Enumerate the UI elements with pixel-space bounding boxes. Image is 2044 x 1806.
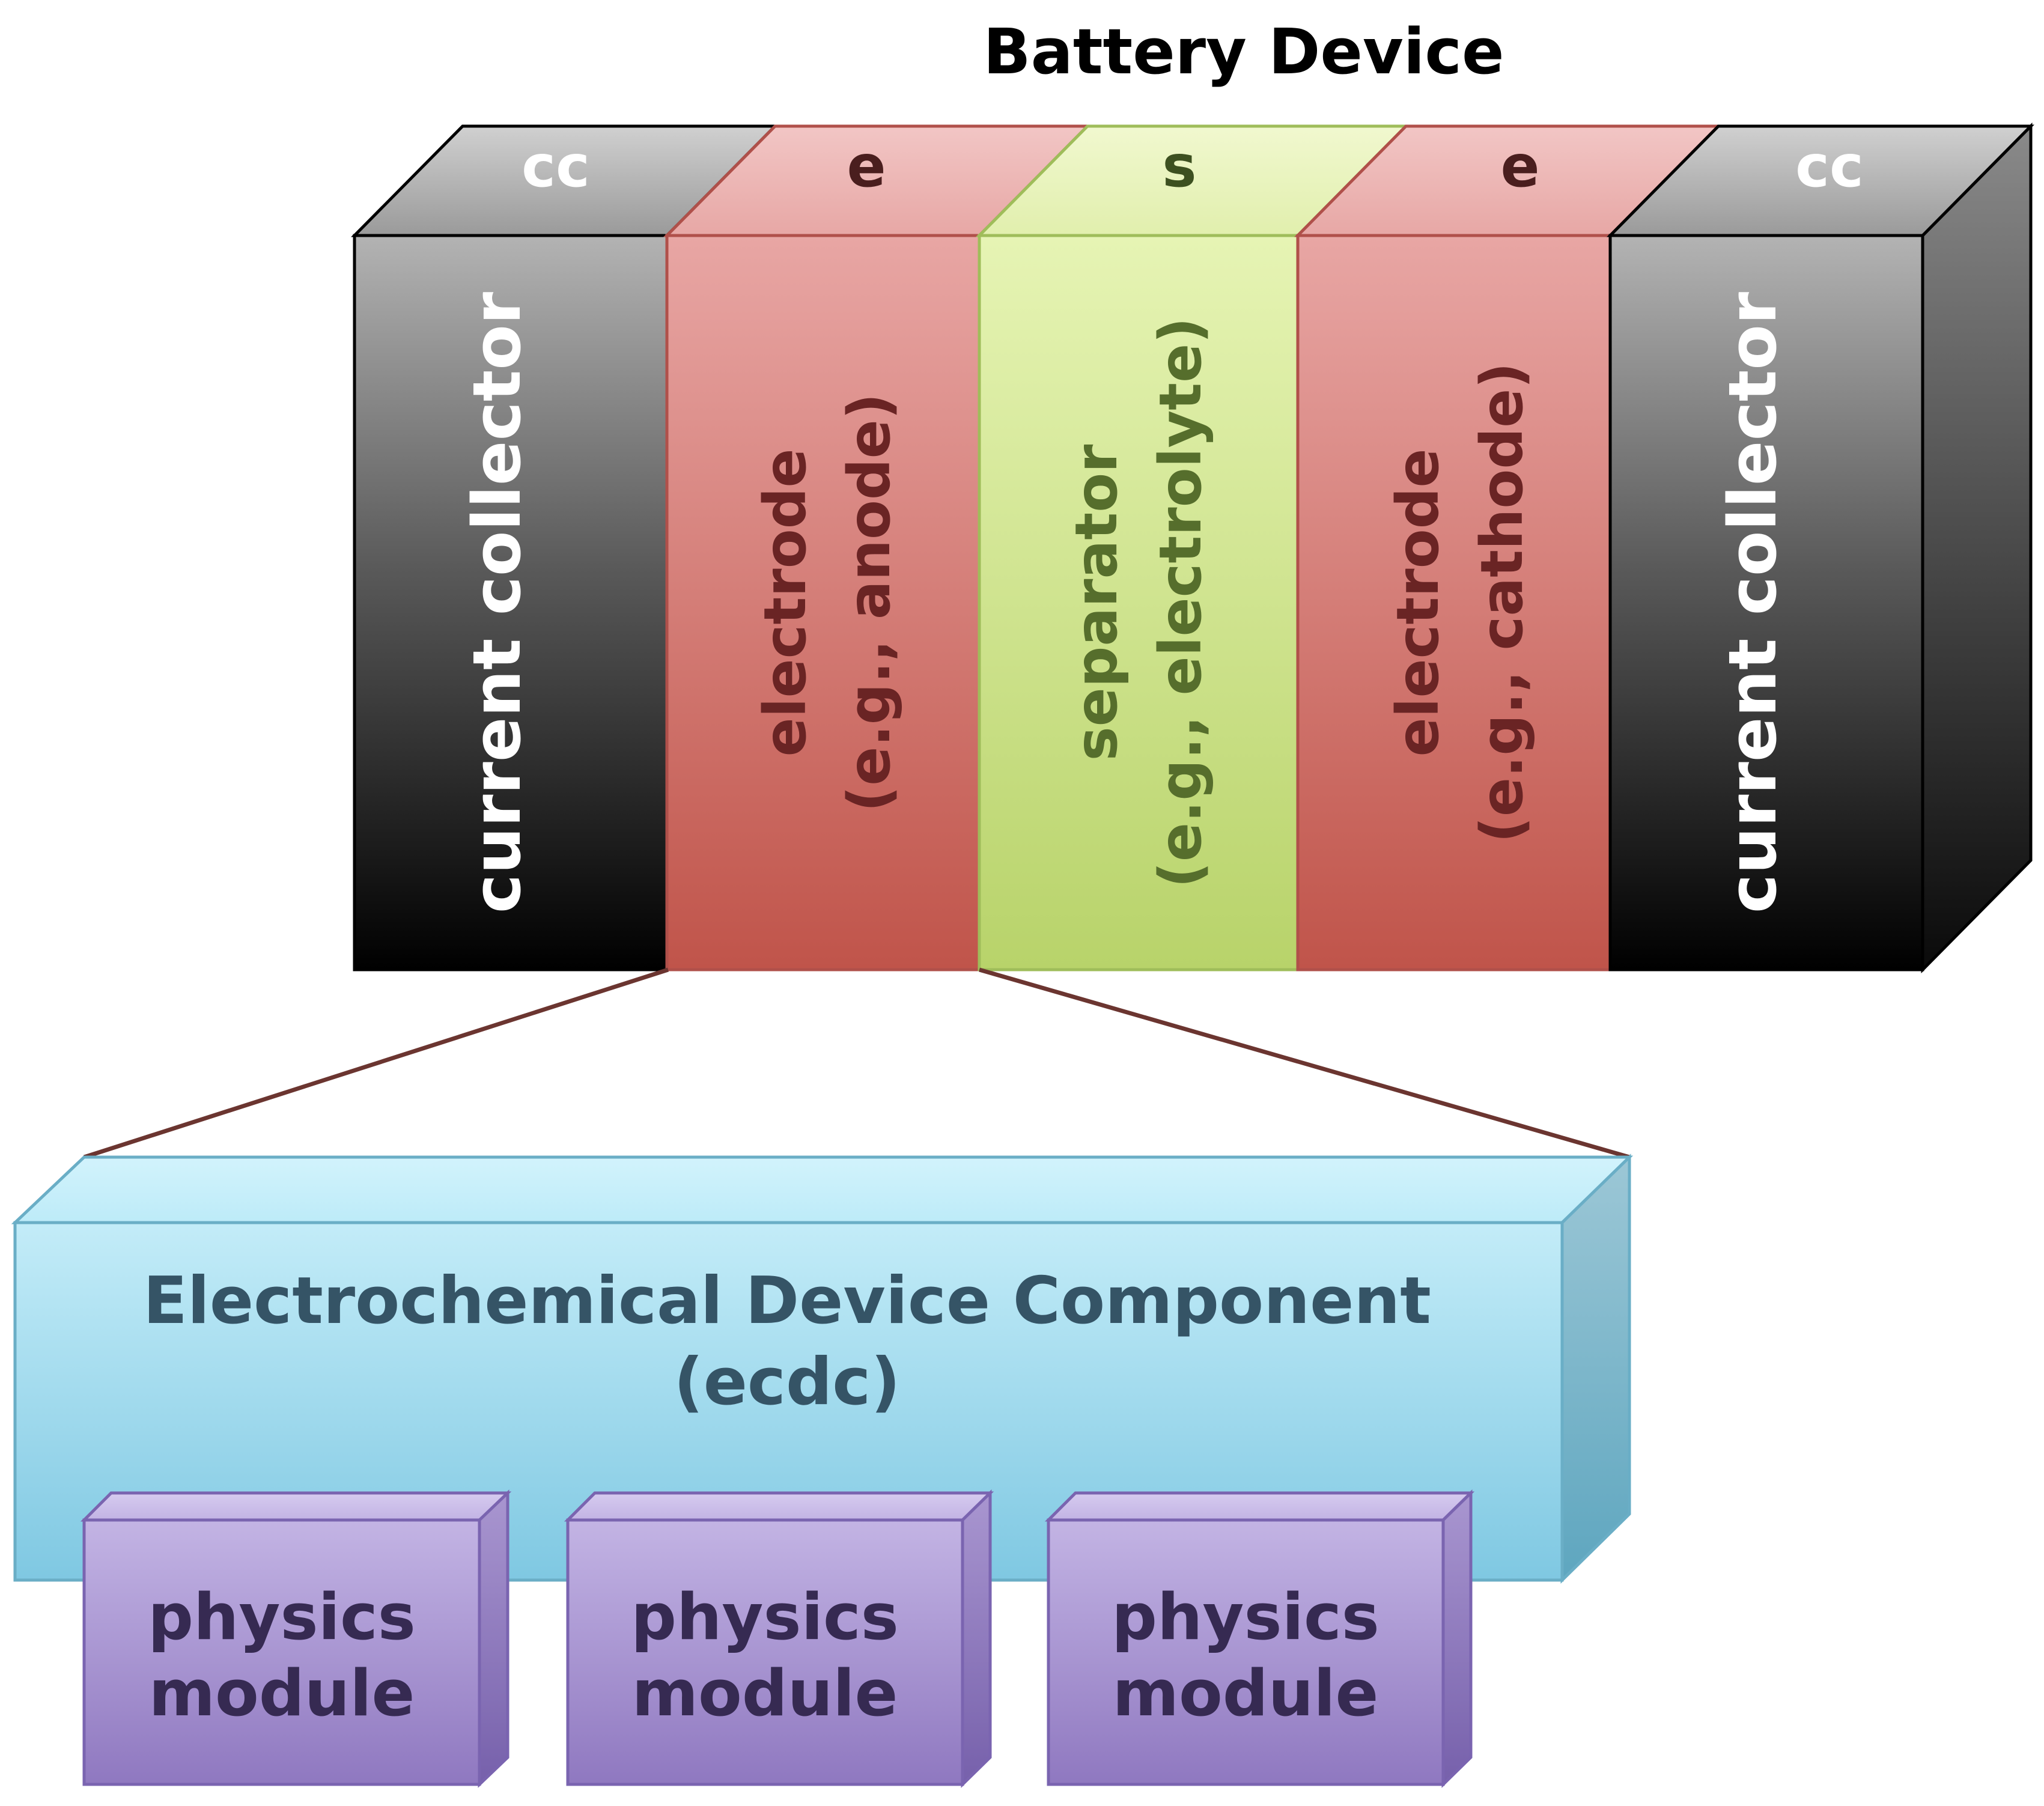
- layer-abbreviation: s: [1162, 133, 1196, 200]
- battery-device-title: Battery Device: [983, 15, 1504, 88]
- module-side-face: [1441, 1489, 1473, 1788]
- layer-front-face: [1608, 234, 1924, 971]
- layer-abbreviation: cc: [522, 133, 590, 200]
- layer-label-line1: electrode: [1384, 448, 1452, 756]
- module-top-face: [564, 1491, 994, 1522]
- physics-module: physics module: [1044, 1489, 1475, 1788]
- ecdc-subtitle: (ecdc): [674, 1345, 900, 1420]
- module-side-face: [478, 1489, 509, 1788]
- module-front-face: [566, 1518, 964, 1786]
- layer-abbreviation: cc: [1795, 133, 1864, 200]
- layer-abbreviation: e: [1500, 133, 1539, 200]
- module-label-line2: module: [1113, 1656, 1379, 1730]
- module-label-line1: physics: [148, 1580, 416, 1654]
- module-front-face: [1047, 1518, 1445, 1786]
- zoom-connector-line-left: [83, 967, 669, 1160]
- layer-front-face: [353, 234, 669, 971]
- layer-separator: s separator (e.g., electrolyte): [976, 124, 1410, 971]
- layer-front-face: [665, 234, 981, 971]
- module-label-line2: module: [632, 1656, 898, 1730]
- layer-label: current collector: [458, 292, 535, 913]
- layer-current-collector-right: cc current collector: [1607, 124, 2034, 971]
- ecdc-title: Electrochemical Device Component: [143, 1263, 1431, 1339]
- physics-module: physics module: [80, 1489, 512, 1788]
- module-side-face: [961, 1489, 992, 1788]
- physics-module: physics module: [564, 1489, 994, 1788]
- battery-stack: cc current collector e electrode (e.g., …: [351, 122, 2034, 974]
- zoom-connector: [83, 967, 1630, 1160]
- module-top-face: [1044, 1491, 1475, 1522]
- layer-front-face: [978, 234, 1300, 971]
- layer-label-line1: electrode: [752, 448, 819, 756]
- module-label-line1: physics: [1112, 1580, 1379, 1654]
- zoom-connector-line-right: [979, 967, 1630, 1160]
- ecdc-side-face: [1560, 1154, 1631, 1584]
- layer-label-line2: (e.g., anode): [836, 393, 903, 812]
- module-front-face: [82, 1518, 481, 1786]
- layer-label: current collector: [1714, 292, 1791, 913]
- module-label-line2: module: [149, 1656, 415, 1730]
- layer-label-line1: separator: [1063, 444, 1130, 761]
- layer-label-line2: (e.g., cathode): [1468, 362, 1536, 843]
- ecdc-top-face: [11, 1155, 1634, 1224]
- module-top-face: [80, 1491, 512, 1522]
- layer-electrode-cathode: e electrode (e.g., cathode): [1294, 124, 1722, 971]
- layer-abbreviation: e: [847, 133, 886, 200]
- battery-side-face: [1921, 122, 2033, 974]
- layer-label-line2: (e.g., electrolyte): [1147, 317, 1214, 888]
- layer-front-face: [1296, 234, 1612, 971]
- layer-current-collector-left: cc current collector: [351, 124, 779, 971]
- module-label-line1: physics: [631, 1580, 899, 1654]
- layer-electrode-anode: e electrode (e.g., anode): [663, 124, 1091, 971]
